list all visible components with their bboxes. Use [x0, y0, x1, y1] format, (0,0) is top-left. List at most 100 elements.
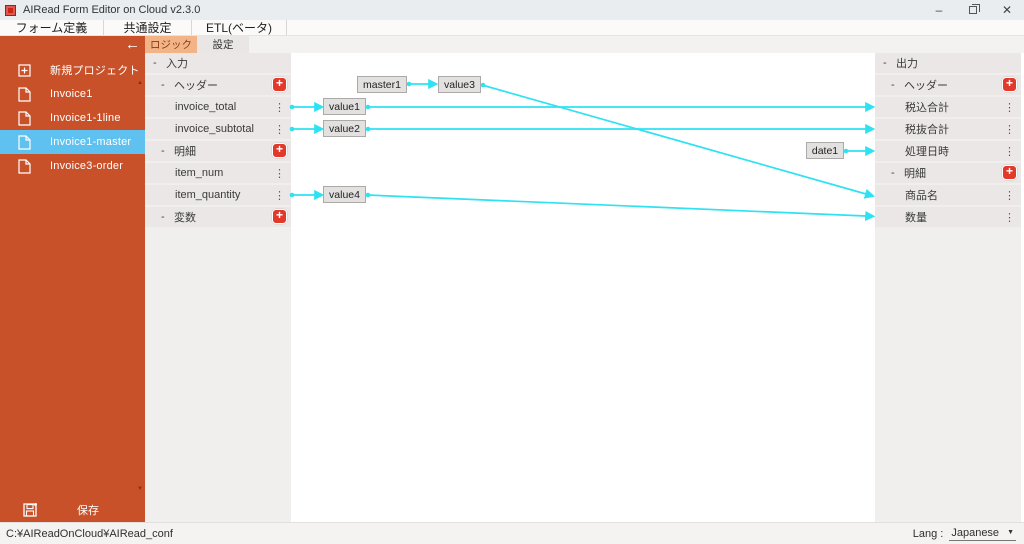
kebab-menu-icon[interactable]: ⋮: [1004, 145, 1015, 158]
input-row-header[interactable]: -ヘッダー +: [145, 75, 291, 95]
node-value2[interactable]: value2: [323, 120, 366, 137]
lang-value: Japanese: [951, 526, 1000, 539]
add-field-button[interactable]: +: [272, 143, 287, 158]
app-logo-icon: [5, 4, 16, 16]
output-row-label: 処理日時: [905, 146, 949, 158]
input-row-invoice_total[interactable]: invoice_total ⋮: [145, 97, 291, 117]
collapse-indicator: -: [161, 211, 165, 223]
input-row-label: item_num: [175, 167, 224, 179]
output-row-tax-excluded-total[interactable]: 税抜合計 ⋮: [875, 119, 1021, 139]
logic-tabbar: ロジック 設定: [145, 36, 291, 53]
logic-panel: ロジック 設定 -入力-ヘッダー+invoice_total⋮invoice_s…: [145, 36, 291, 522]
top-strip: [145, 36, 1024, 53]
scroll-up-icon[interactable]: ▲: [137, 80, 143, 86]
output-row-label: 税抜合計: [905, 124, 949, 136]
document-icon: [18, 158, 31, 174]
node-value4[interactable]: value4: [323, 186, 366, 203]
sidebar-item-invoice1-master[interactable]: Invoice1-master: [0, 130, 145, 154]
sidebar-item-invoice1-1line[interactable]: Invoice1-1line: [0, 106, 145, 130]
collapse-indicator: -: [153, 57, 157, 69]
sidebar-item-invoice1[interactable]: Invoice1: [0, 82, 145, 106]
output-row-label: 商品名: [905, 190, 938, 202]
node-value3[interactable]: value3: [438, 76, 481, 93]
window-controls: – ✕: [922, 0, 1024, 20]
restore-icon: [969, 4, 980, 14]
new-project-label: 新規プロジェクト: [50, 65, 140, 77]
add-field-button[interactable]: +: [1002, 165, 1017, 180]
kebab-menu-icon[interactable]: ⋮: [1004, 123, 1015, 136]
lang-dropdown[interactable]: Japanese ▼: [949, 527, 1016, 541]
kebab-menu-icon[interactable]: ⋮: [274, 189, 285, 202]
menu-tab-etl-beta[interactable]: ETL(ベータ): [192, 20, 287, 35]
output-row-label: 数量: [905, 212, 927, 224]
status-bar: C:¥AIReadOnCloud¥AIRead_conf Lang : Japa…: [0, 522, 1024, 544]
minimize-button[interactable]: –: [935, 3, 943, 17]
chevron-down-icon: ▼: [1007, 529, 1014, 536]
node-value1[interactable]: value1: [323, 98, 366, 115]
output-tree: -出力-ヘッダー+税込合計⋮税抜合計⋮処理日時⋮-明細+商品名⋮数量⋮: [875, 53, 1021, 227]
scroll-down-icon[interactable]: ▼: [137, 486, 143, 492]
collapse-indicator: -: [891, 167, 895, 179]
window-title: AIRead Form Editor on Cloud v2.3.0: [23, 4, 201, 16]
menu-tab-form-definition[interactable]: フォーム定義: [0, 20, 104, 35]
output-row-product-name[interactable]: 商品名 ⋮: [875, 185, 1021, 205]
config-path: C:¥AIReadOnCloud¥AIRead_conf: [6, 527, 173, 540]
output-row-label: 明細: [904, 168, 926, 180]
tab-settings[interactable]: 設定: [197, 36, 249, 53]
output-row-detail[interactable]: -明細 +: [875, 163, 1021, 183]
output-row-output: -出力: [875, 53, 1021, 73]
document-icon: [18, 86, 31, 102]
input-row-label: invoice_total: [175, 101, 237, 113]
sidebar-item-invoice3-order[interactable]: Invoice3-order: [0, 154, 145, 178]
output-row-tax-included-total[interactable]: 税込合計⋮: [875, 97, 1021, 117]
input-row-label: 明細: [174, 146, 196, 158]
add-field-button[interactable]: +: [272, 209, 287, 224]
language-selector: Lang : Japanese ▼: [913, 527, 1016, 541]
add-field-button[interactable]: +: [272, 77, 287, 92]
input-row-input: -入力: [145, 53, 291, 73]
input-row-label: 入力: [166, 58, 188, 70]
project-label: Invoice1-1line: [50, 112, 121, 124]
input-row-item_quantity[interactable]: item_quantity ⋮: [145, 185, 291, 205]
tab-logic[interactable]: ロジック: [145, 36, 197, 53]
kebab-menu-icon[interactable]: ⋮: [274, 101, 285, 114]
input-row-item_num[interactable]: item_num ⋮: [145, 163, 291, 183]
collapse-indicator: -: [883, 57, 887, 69]
input-row-label: item_quantity: [175, 189, 241, 201]
kebab-menu-icon[interactable]: ⋮: [1004, 101, 1015, 114]
kebab-menu-icon[interactable]: ⋮: [1004, 189, 1015, 202]
input-row-invoice_subtotal[interactable]: invoice_subtotal ⋮: [145, 119, 291, 139]
kebab-menu-icon[interactable]: ⋮: [274, 167, 285, 180]
input-row-variables[interactable]: -変数+: [145, 207, 291, 227]
input-row-label: invoice_subtotal: [175, 123, 254, 135]
document-icon: [18, 134, 31, 150]
close-button[interactable]: ✕: [1001, 3, 1013, 17]
output-row-processing-datetime[interactable]: 処理日時 ⋮: [875, 141, 1021, 161]
input-row-label: ヘッダー: [174, 80, 218, 92]
collapse-indicator: -: [161, 79, 165, 91]
output-panel: -出力-ヘッダー+税込合計⋮税抜合計⋮処理日時⋮-明細+商品名⋮数量⋮: [875, 53, 1021, 522]
save-label: 保存: [77, 505, 99, 517]
sidebar-item-new-project[interactable]: 新規プロジェクト: [0, 58, 145, 82]
save-floppy-icon: [23, 503, 37, 517]
node-master1[interactable]: master1: [357, 76, 407, 93]
collapse-indicator: -: [891, 79, 895, 91]
restore-button[interactable]: [956, 0, 990, 20]
project-label: Invoice1-master: [50, 136, 132, 148]
lang-label: Lang :: [912, 527, 944, 540]
project-label: Invoice3-order: [50, 160, 124, 172]
kebab-menu-icon[interactable]: ⋮: [274, 123, 285, 136]
kebab-menu-icon[interactable]: ⋮: [1004, 211, 1015, 224]
sidebar-collapse-icon[interactable]: ←: [125, 36, 140, 53]
save-button[interactable]: 保存: [0, 498, 145, 522]
logic-canvas: [291, 53, 875, 522]
menu-tab-common-settings[interactable]: 共通設定: [104, 20, 192, 35]
input-row-detail[interactable]: -明細+: [145, 141, 291, 161]
output-row-header[interactable]: -ヘッダー+: [875, 75, 1021, 95]
node-date1[interactable]: date1: [806, 142, 844, 159]
add-field-button[interactable]: +: [1002, 77, 1017, 92]
output-row-quantity[interactable]: 数量 ⋮: [875, 207, 1021, 227]
